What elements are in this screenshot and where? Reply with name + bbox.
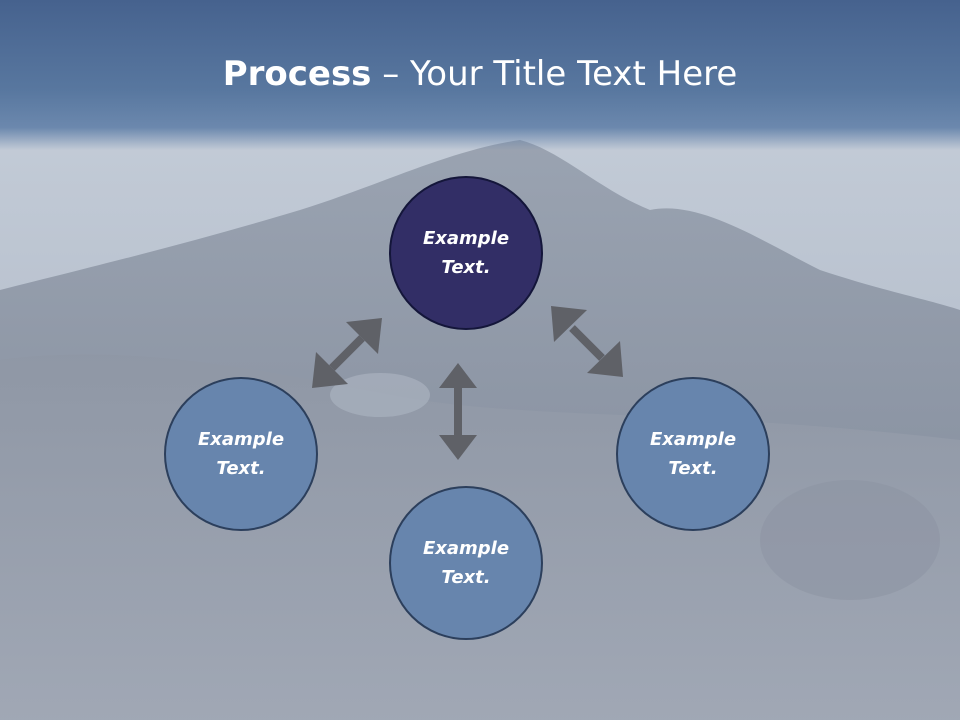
title-band (0, 0, 960, 150)
title-bold-text: Process (222, 54, 372, 94)
process-node-bottom[interactable]: Example Text. (389, 486, 543, 640)
node-top-line2: Text. (441, 257, 491, 278)
process-node-left[interactable]: Example Text. (164, 377, 318, 531)
process-node-right[interactable]: Example Text. (616, 377, 770, 531)
slide-title[interactable]: Process – Your Title Text Here (0, 50, 960, 98)
title-rest-text: – Your Title Text Here (371, 54, 738, 94)
node-bottom-line2: Text. (441, 567, 491, 588)
node-right-line2: Text. (668, 458, 718, 479)
node-left-line2: Text. (216, 458, 266, 479)
node-left-line1: Example (197, 429, 285, 450)
process-node-top[interactable]: Example Text. (389, 176, 543, 330)
node-bottom-line1: Example (422, 538, 510, 559)
node-top-line1: Example (422, 228, 510, 249)
node-right-line1: Example (649, 429, 737, 450)
